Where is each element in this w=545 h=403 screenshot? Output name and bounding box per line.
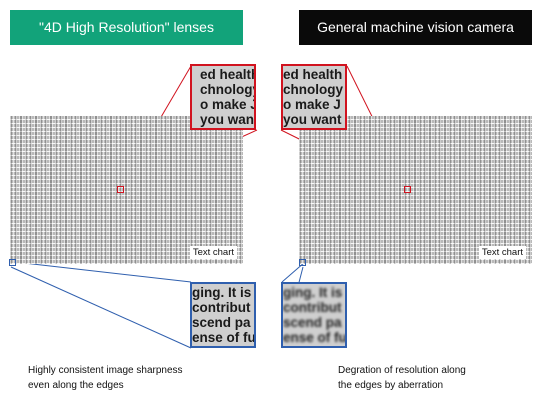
- left-edge-zoom: ging. It is contribut scend pa ense of f…: [190, 282, 256, 348]
- left-caption-line: Highly consistent image sharpness: [28, 365, 183, 376]
- right-edge-zoom: ging. It is contribut scend pa ense of f…: [281, 282, 347, 348]
- right-center-zoom: ed health chnology o make J you want: [281, 64, 347, 130]
- zoom-line: ed health: [200, 67, 256, 82]
- left-edge-marker: [9, 259, 16, 266]
- right-chart-label: Text chart: [478, 246, 526, 259]
- zoom-line: chnology: [200, 82, 256, 97]
- zoom-line: contribut: [192, 300, 251, 315]
- left-caption: Highly consistent image sharpness even a…: [28, 363, 258, 393]
- blue-connectors-left: [10, 261, 192, 349]
- left-edge-zoom-text: ging. It is contribut scend pa ense of f…: [192, 285, 256, 345]
- right-camera-banner: General machine vision camera: [299, 10, 532, 45]
- right-edge-zoom-text: ging. It is contribut scend pa ense of f…: [283, 285, 347, 345]
- zoom-line: you want: [283, 112, 342, 127]
- right-center-marker: [404, 186, 411, 193]
- zoom-line: chnology: [283, 82, 343, 97]
- zoom-line: scend pa: [283, 315, 342, 330]
- right-edge-marker: [299, 259, 306, 266]
- left-chart-label: Text chart: [189, 246, 237, 259]
- right-caption-line: Degration of resolution along: [338, 365, 466, 376]
- zoom-line: ense of fu: [283, 330, 347, 345]
- left-caption-line: even along the edges: [28, 380, 124, 391]
- zoom-line: contribut: [283, 300, 342, 315]
- zoom-line: scend pa: [192, 315, 251, 330]
- right-caption: Degration of resolution along the edges …: [338, 363, 538, 393]
- left-lens-banner-text: "4D High Resolution" lenses: [39, 19, 214, 35]
- zoom-line: ense of fu: [192, 330, 256, 345]
- left-text-chart-image: Text chart: [10, 116, 243, 264]
- left-lens-banner: "4D High Resolution" lenses: [10, 10, 243, 45]
- right-camera-banner-text: General machine vision camera: [317, 19, 514, 35]
- zoom-line: o make J: [200, 97, 256, 112]
- zoom-line: ging. It is: [192, 285, 252, 300]
- left-center-zoom-text: ed health chnology o make J you want: [200, 67, 256, 127]
- zoom-line: ed health: [283, 67, 343, 82]
- zoom-line: you want: [200, 112, 256, 127]
- right-text-chart-image: Text chart: [299, 116, 532, 264]
- right-caption-line: the edges by aberration: [338, 380, 444, 391]
- zoom-line: o make J: [283, 97, 341, 112]
- left-center-zoom: ed health chnology o make J you want: [190, 64, 256, 130]
- left-center-marker: [117, 186, 124, 193]
- right-center-zoom-text: ed health chnology o make J you want: [283, 67, 343, 127]
- zoom-line: ging. It is: [283, 285, 343, 300]
